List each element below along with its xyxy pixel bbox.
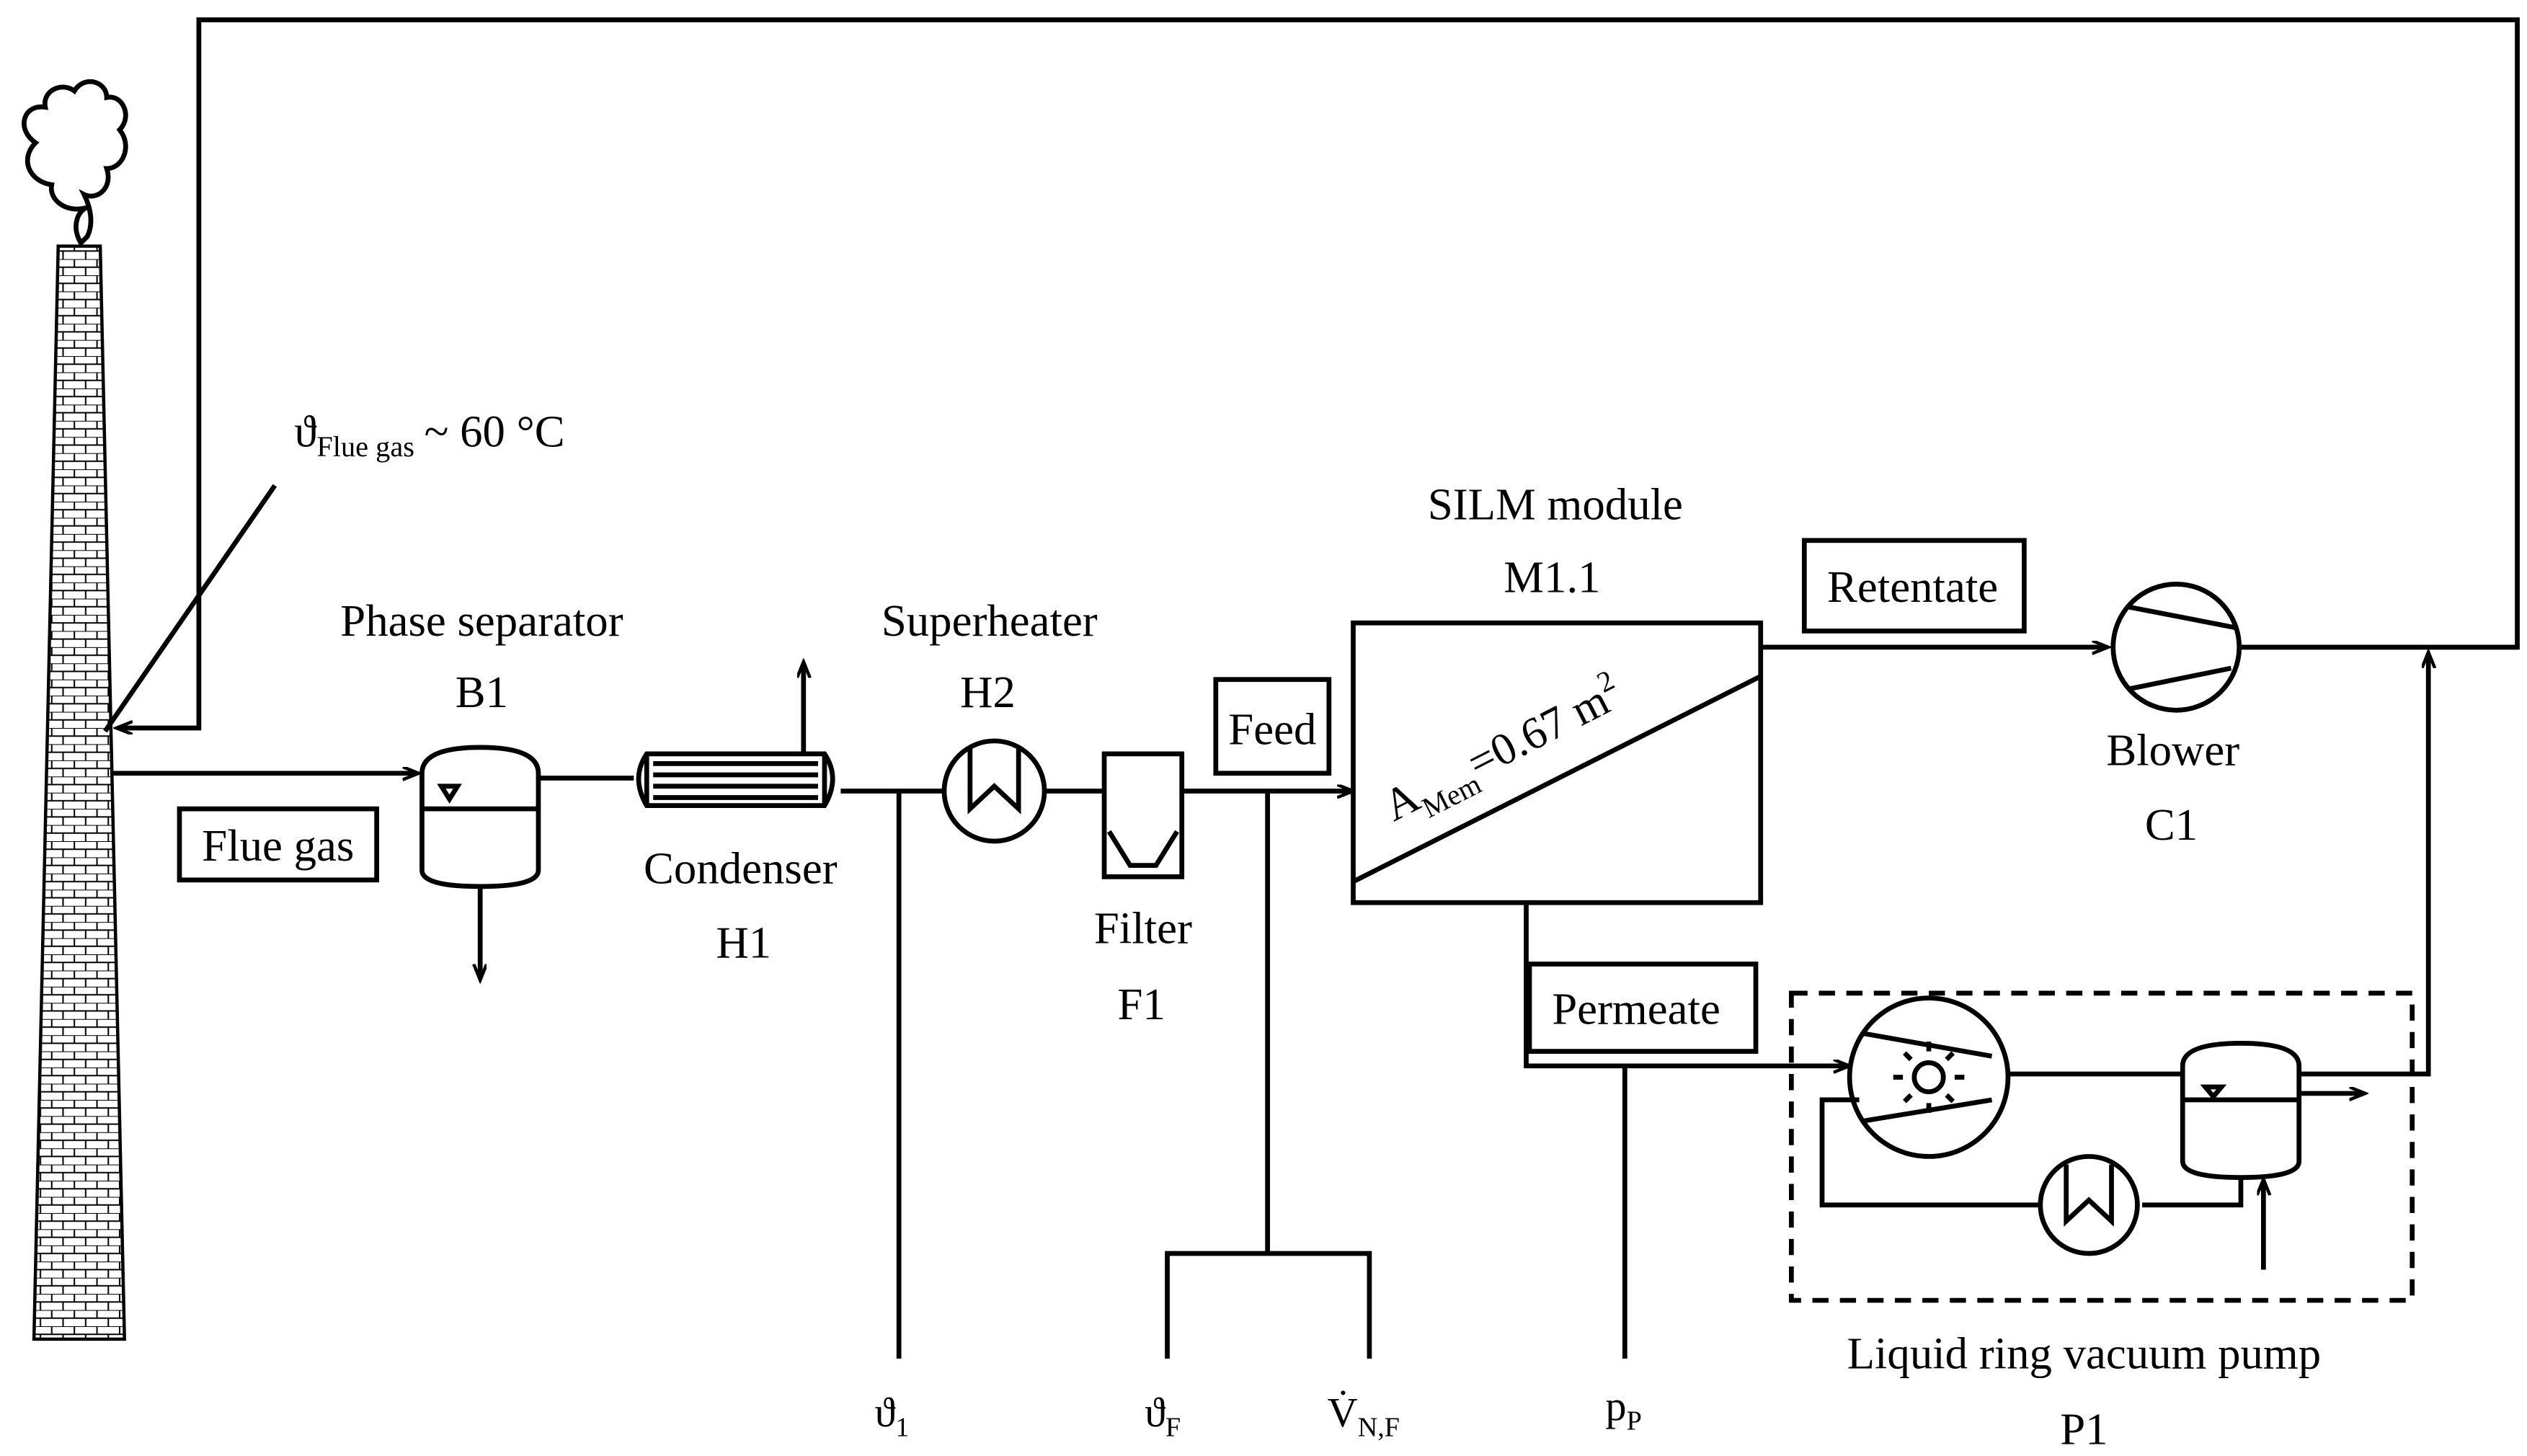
permeate-line [1524,902,1848,1066]
condenser-label: Condenser [644,843,838,893]
superheater-label: Superheater [881,595,1098,646]
silm-module-m11 [1351,620,1764,905]
retentate-label: Retentate [1827,561,1998,612]
feed-label-box [1213,677,1332,776]
liquid-ring-pump [1847,995,2011,1159]
phase-separator-id: B1 [456,667,508,717]
permeate-label-box [1527,962,1759,1054]
condenser-h1 [636,663,835,809]
feed-tap [1165,791,1372,1359]
vacuum-pump-label: Liquid ring vacuum pump [1847,1328,2322,1378]
vacuum-pump-package [1789,990,2415,1303]
flue-gas-label: Flue gas [202,820,354,871]
flue-gas-label-box [177,806,380,883]
superheater-id: H2 [960,667,1016,717]
flow-label: V̇N,F [1328,1389,1400,1442]
ring-liquid-cooler [2038,1154,2140,1256]
theta1-label: ϑ1 [875,1389,910,1442]
filter-label: Filter [1094,902,1192,953]
feed-label: Feed [1228,703,1316,754]
silm-module-label: SILM module [1428,479,1683,530]
permeate-label: Permeate [1552,983,1720,1034]
blower-c1 [2110,581,2242,713]
chimney [32,244,127,1341]
phase-separator-label: Phase separator [340,595,623,646]
superheater-h2 [941,738,1047,844]
vacuum-to-recycle-line [2299,654,2428,1077]
retentate-label-box [1801,538,2027,634]
blower-id: C1 [2145,799,2198,850]
phase-separator-b1 [419,745,541,979]
smoke-cloud-icon [22,79,128,247]
thetaF-label: ϑF [1145,1389,1181,1442]
pressure-label: pP [1605,1382,1641,1436]
silm-module-id: M1.1 [1504,552,1600,603]
filter-f1 [1101,751,1185,879]
blower-label: Blower [2106,725,2239,776]
flue-gas-temp-label: ϑFlue gas~ 60 °C [294,407,564,463]
condenser-id: H1 [716,918,771,968]
ring-liquid-loop [1819,1097,2244,1208]
vacuum-pump-id: P1 [2060,1404,2108,1455]
filter-id: F1 [1117,979,1165,1029]
pump-separator [2180,1041,2302,1270]
flue-gas-temp-leader [103,484,277,733]
